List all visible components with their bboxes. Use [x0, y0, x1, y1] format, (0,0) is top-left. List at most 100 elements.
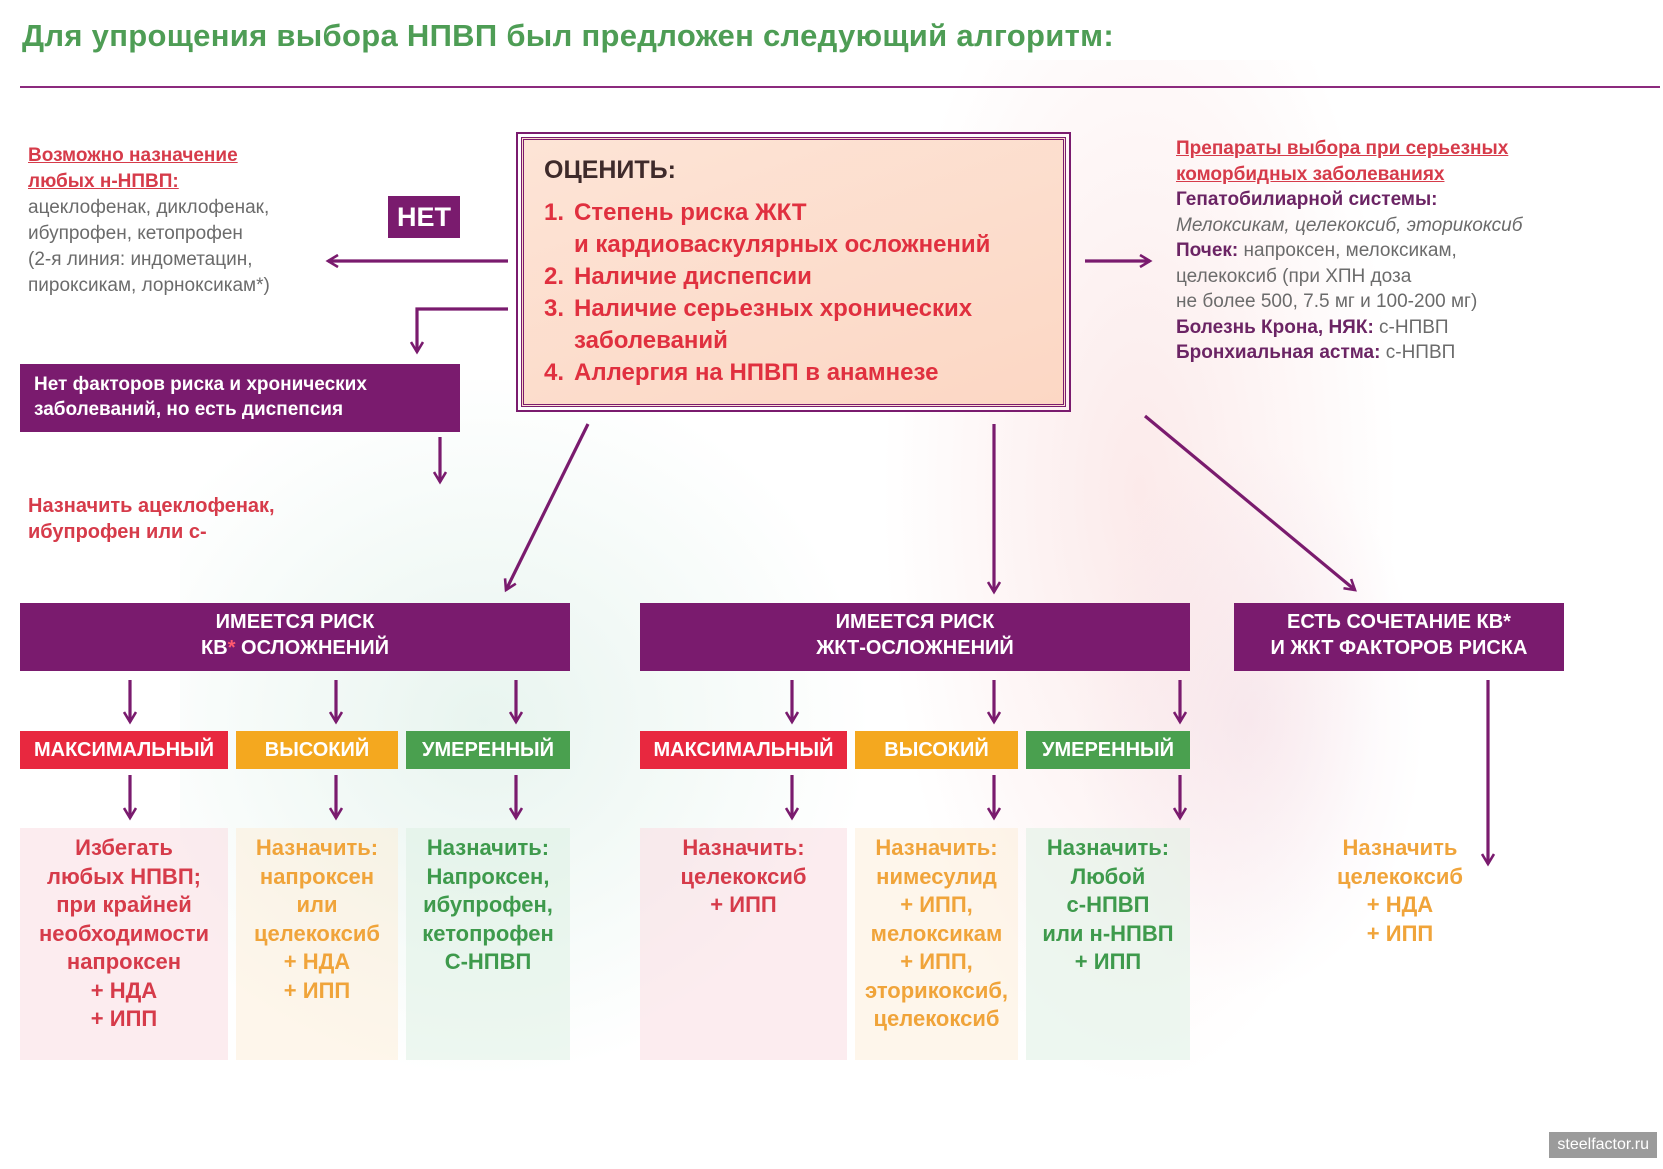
recommendation-line: мелоксикам	[870, 920, 1003, 946]
category-line: ИМЕЕТСЯ РИСК	[215, 611, 375, 633]
item-number: 3.	[544, 295, 565, 322]
recommendation-line: или	[296, 892, 338, 917]
category-text: ОСЛОЖНЕНИЙ	[235, 637, 389, 659]
recommendation-line: Назначить:	[255, 835, 379, 860]
recommendation-line: целекоксиб	[873, 1006, 1000, 1031]
recommendation-line: необходимости	[39, 920, 209, 946]
recommendation-gi-high: Назначить: нимесулид + ИПП, мелоксикам +…	[855, 828, 1018, 1060]
recommendation-line: + ИПП	[1074, 949, 1142, 974]
comorbid-heading-line: Препараты выбора при серьезных	[1176, 138, 1509, 159]
category-line: И ЖКТ ФАКТОРОВ РИСКА	[1270, 637, 1528, 659]
item-text: Наличие серьезных хронических	[574, 295, 973, 322]
no-branch-drug-line: ацеклофенак, диклофенак,	[28, 197, 270, 218]
asterisk: *	[227, 637, 236, 659]
hepato-label: Гепатобилиарной системы:	[1176, 189, 1438, 210]
recommendation-line: + ИПП	[1366, 920, 1434, 946]
hepato-drugs: Мелоксикам, целекоксиб, эторикоксиб	[1176, 214, 1523, 236]
no-factors-box: Нет факторов риска и хронических заболев…	[20, 364, 460, 432]
item-text: Степень риска ЖКТ	[574, 199, 807, 226]
no-branch-drug-line: ибупрофен, кетопрофен	[28, 223, 243, 244]
assessment-item: 1. Степень риска ЖКТ и кардиоваскулярных …	[544, 197, 1043, 261]
no-branch-drug-line: пироксикам, лорноксикам*)	[28, 275, 270, 296]
recommendation-line: Назначить:	[682, 835, 805, 860]
recommendation-gi-moderate: Назначить: Любой с-НПВП или н-НПВП + ИПП	[1026, 828, 1190, 1060]
no-label: НЕТ	[388, 196, 460, 238]
recommendation-line: с-НПВП	[1066, 892, 1150, 917]
level-moderate-gi: УМЕРЕННЫЙ	[1026, 731, 1190, 769]
recommendation-line: + ИПП,	[900, 892, 973, 917]
crohn-drugs: с-НПВП	[1373, 316, 1449, 338]
recommendation-line: Избегать	[75, 835, 173, 860]
recommendation-line: + НДА	[90, 977, 158, 1003]
category-gi-risk: ИМЕЕТСЯ РИСК ЖКТ-ОСЛОЖНЕНИЙ	[640, 603, 1190, 671]
comorbid-heading-line: коморбидных заболеваниях	[1176, 163, 1445, 185]
no-factors-line: заболеваний, но есть диспепсия	[34, 399, 344, 420]
no-branch-heading-line: Возможно назначение	[28, 145, 238, 166]
no-branch-drug-line: (2-я линия: индометацин,	[28, 249, 253, 270]
recommendation-line: целекоксиб	[680, 863, 807, 889]
page-title: Для упрощения выбора НПВП был предложен …	[22, 18, 1114, 53]
no-branch-text: Возможно назначение любых н-НПВП: ацекло…	[28, 143, 358, 299]
recommendation-line: Напроксен,	[426, 863, 550, 889]
recommendation-cv-high: Назначить: напроксен или целекоксиб + НД…	[236, 828, 398, 1060]
recommendation-line: любых НПВП;	[47, 863, 201, 889]
kidney-line: не более 500, 7.5 мг и 100-200 мг)	[1176, 291, 1478, 312]
recommendation-line: Назначить	[1342, 835, 1458, 860]
assessment-heading: ОЦЕНИТЬ:	[544, 156, 676, 184]
level-max-gi: МАКСИМАЛЬНЫЙ	[640, 731, 847, 769]
level-max-cv: МАКСИМАЛЬНЫЙ	[20, 731, 228, 769]
assessment-box: ОЦЕНИТЬ: 1. Степень риска ЖКТ и кардиовас…	[516, 132, 1071, 412]
item-text: Аллергия на НПВП в анамнезе	[574, 359, 939, 386]
recommendation-line: при крайней	[56, 892, 192, 917]
recommendation-line: напроксен	[259, 863, 375, 889]
category-text: КВ	[201, 637, 228, 659]
recommendation-gi-max: Назначить: целекоксиб + ИПП	[640, 828, 847, 1060]
watermark: steelfactor.ru	[1549, 1132, 1657, 1158]
recommendation-line: ибупрофен,	[423, 892, 553, 917]
category-combined-risk: ЕСТЬ СОЧЕТАНИЕ КВ* И ЖКТ ФАКТОРОВ РИСКА	[1234, 603, 1564, 671]
recommendation-line: Назначить:	[1046, 835, 1170, 860]
category-line: ИМЕЕТСЯ РИСК	[835, 611, 995, 633]
item-text-continued: и кардиоваскулярных осложнений	[574, 231, 991, 258]
item-number: 1.	[544, 199, 565, 226]
no-factors-line: Нет факторов риска и хронических	[34, 374, 367, 395]
asthma-label: Бронхиальная астма:	[1176, 342, 1381, 363]
arrow-combined	[1143, 414, 1355, 590]
recommendation-line: целекоксиб	[1337, 863, 1463, 889]
category-line: ЕСТЬ СОЧЕТАНИЕ КВ*	[1287, 611, 1511, 633]
arrow-cv	[506, 423, 590, 590]
item-text-continued: заболеваний	[574, 327, 728, 354]
recommendation-line: напроксен	[66, 949, 182, 974]
level-high-gi: ВЫСОКИЙ	[855, 731, 1018, 769]
comorbid-block: Препараты выбора при серьезных коморбидн…	[1176, 136, 1656, 366]
assign-line: Назначить ацеклофенак,	[28, 495, 275, 517]
assign-text: Назначить ацеклофенак, ибупрофен или с-	[28, 493, 275, 545]
recommendation-line: или н-НПВП	[1042, 920, 1174, 946]
assessment-item: 4. Аллергия на НПВП в анамнезе	[544, 357, 1043, 389]
kidney-drugs: напроксен, мелоксикам,	[1238, 240, 1457, 261]
assign-line: ибупрофен или с-	[28, 521, 207, 543]
category-line: ЖКТ-ОСЛОЖНЕНИЙ	[816, 637, 1014, 659]
arrow-no-factors	[417, 307, 508, 352]
level-moderate-cv: УМЕРЕННЫЙ	[406, 731, 570, 769]
recommendation-line: + ИПП	[283, 977, 351, 1003]
title-divider	[20, 86, 1660, 88]
recommendation-line: + ИПП	[90, 1006, 158, 1031]
recommendation-line: + ИПП,	[900, 949, 973, 974]
recommendation-line: эторикоксиб,	[864, 977, 1009, 1003]
crohn-label: Болезнь Крона, НЯК:	[1176, 316, 1374, 338]
category-cv-risk: ИМЕЕТСЯ РИСК КВ* ОСЛОЖНЕНИЙ	[20, 603, 570, 671]
level-high-cv: ВЫСОКИЙ	[236, 731, 398, 769]
assessment-item: 3. Наличие серьезных хронических заболева…	[544, 293, 1043, 357]
item-number: 2.	[544, 263, 565, 290]
assessment-item: 2. Наличие диспепсии	[544, 261, 1043, 293]
kidney-line: целекоксиб (при ХПН доза	[1176, 265, 1412, 287]
recommendation-line: кетопрофен	[422, 920, 554, 946]
item-number: 4.	[544, 359, 565, 386]
recommendation-line: Любой	[1070, 863, 1146, 889]
recommendation-line: целекоксиб	[254, 920, 380, 946]
kidney-label: Почек:	[1176, 240, 1239, 261]
item-text: Наличие диспепсии	[574, 263, 812, 290]
recommendation-line: Назначить:	[426, 835, 550, 860]
